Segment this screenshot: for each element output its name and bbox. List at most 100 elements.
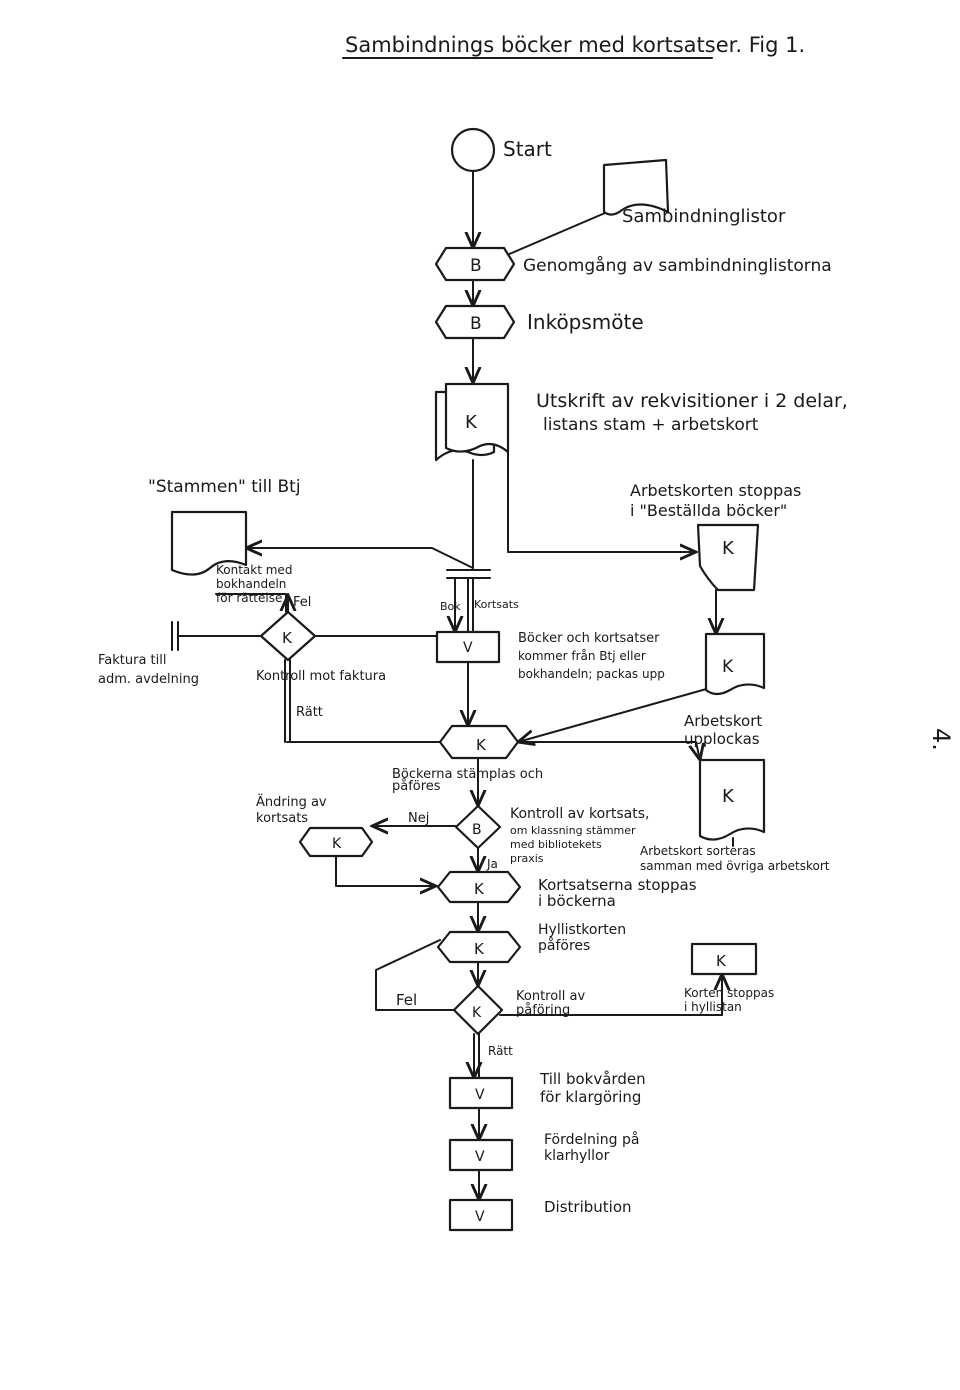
k-hex-left-label: K — [332, 836, 342, 852]
bokvarden-text-2: för klargöring — [540, 1088, 641, 1106]
v-box-4 — [448, 1198, 514, 1232]
bok-label: Bok — [440, 600, 461, 613]
k-document-3-label: K — [722, 786, 735, 807]
k-hex-left — [298, 826, 374, 858]
v-box-2-label: V — [475, 1087, 485, 1103]
k-box-hyllista — [690, 942, 758, 976]
arbetskort-text-2: i "Beställda böcker" — [630, 501, 787, 520]
k-document-text-1: Utskrift av rekvisitioner i 2 delar, — [536, 390, 848, 412]
edge-fel-back — [375, 939, 457, 1011]
hyllkort-text-1: Hyllistkorten — [538, 922, 626, 938]
start-label: Start — [503, 137, 552, 161]
bocker-text-3: bokhandeln; packas upp — [518, 667, 665, 681]
edge-kdoc-arbetskort — [507, 424, 696, 552]
nej-label: Nej — [408, 811, 429, 826]
kontroll-faktura-label: Kontroll mot faktura — [256, 669, 386, 684]
b1-label: B — [470, 256, 482, 276]
stamplas-text-1: Böckerna stämplas och — [392, 767, 543, 782]
korten-stoppas-text-2: i hyllistan — [684, 1000, 742, 1014]
fel-label-1: Fel — [293, 595, 311, 610]
fel-label-2: Fel — [396, 991, 417, 1009]
kontroll-kortsats-text-4: praxis — [510, 852, 544, 865]
k-hex-2 — [436, 870, 522, 904]
k-diamond-paforing-label: K — [472, 1005, 482, 1021]
k-document-text-2: listans stam + arbetskort — [543, 415, 759, 435]
faktura-text-2: adm. avdelning — [98, 672, 199, 687]
faktura-text-1: Faktura till — [98, 653, 167, 668]
fordelning-text-1: Fördelning på — [544, 1131, 639, 1148]
bocker-text-1: Böcker och kortsatser — [518, 631, 660, 646]
sorteras-text-1: Arbetskort sorteras — [640, 844, 756, 858]
k-document-3 — [698, 758, 766, 841]
hyllkort-text-2: påföres — [538, 937, 590, 954]
fordelning-text-2: klarhyllor — [544, 1148, 610, 1164]
k-hex-1-label: K — [476, 736, 487, 754]
kontakt-box — [215, 593, 287, 613]
arbetskort-file-label: K — [722, 538, 735, 559]
kortsatser-stoppas-text-1: Kortsatserna stoppas — [538, 876, 697, 894]
kontroll-kortsats-text-2: om klassning stämmer — [510, 824, 636, 837]
b1-text: Genomgång av sambindninglistorna — [523, 255, 832, 276]
v-box-3 — [448, 1138, 514, 1172]
k-hex-3 — [436, 930, 522, 964]
b2-text: Inköpsmöte — [527, 310, 644, 334]
ratt-label-2: Rätt — [488, 1044, 513, 1058]
k-document-2 — [704, 632, 766, 696]
k-diamond-paforing — [452, 984, 504, 1036]
kontakt-text-1: Kontakt med — [216, 563, 292, 577]
sambindning-document — [602, 158, 670, 216]
arbetskort-file — [696, 523, 760, 592]
andring-text-2: kortsats — [256, 811, 308, 826]
sorteras-text-2: samman med övriga arbetskort — [640, 859, 830, 873]
arbetskort-text-1: Arbetskorten stoppas — [630, 481, 801, 500]
k-hex-2-label: K — [474, 880, 485, 898]
kontroll-paforing-text-1: Kontroll av — [516, 989, 586, 1004]
kontakt-text-2: bokhandeln — [216, 577, 286, 591]
andring-text-1: Ändring av — [256, 794, 327, 810]
k-box-hyllista-label: K — [716, 952, 727, 970]
stammen-label: "Stammen" till Btj — [148, 477, 301, 497]
stammen-document — [170, 510, 248, 576]
b-diamond-label: B — [472, 822, 482, 838]
korten-stoppas-text-1: Korten stoppas — [684, 986, 774, 1000]
edge-andring-hex2 — [335, 843, 436, 886]
stamplas-text-2: påföres — [392, 779, 441, 794]
b-diamond — [454, 804, 502, 850]
sambindning-label: Sambindninglistor — [622, 206, 786, 227]
bokvarden-text-1: Till bokvården — [539, 1070, 646, 1088]
edge-split-stammen — [246, 548, 474, 569]
kontakt-text-3: för rättelse — [216, 591, 282, 605]
diagram-title: Sambindnings böcker med kortsatser. Fig … — [345, 33, 805, 57]
k-hex-1 — [438, 724, 520, 760]
v-box-4-label: V — [475, 1209, 485, 1225]
b1-node — [434, 246, 516, 282]
b2-node — [434, 304, 516, 340]
b2-label: B — [470, 314, 482, 334]
v-box-2 — [448, 1076, 514, 1110]
start-node — [450, 127, 496, 173]
kortsats-label: Kortsats — [474, 598, 519, 611]
v-box-1-label: V — [463, 640, 473, 656]
kontroll-paforing-text-2: påföring — [516, 1003, 570, 1018]
ratt-label-1: Rätt — [296, 705, 323, 720]
arbetskort-upp-text-2: upplockas — [684, 730, 760, 748]
page-marker: 4. — [927, 728, 955, 751]
bocker-text-2: kommer från Btj eller — [518, 649, 646, 663]
distribution-text: Distribution — [544, 1198, 632, 1216]
kortsatser-stoppas-text-2: i böckerna — [538, 892, 616, 910]
edge-hex1-kdoc3 — [517, 741, 700, 760]
k-hex-3-label: K — [474, 940, 485, 958]
kontroll-kortsats-text-3: med bibliotekets — [510, 838, 602, 851]
k-diamond-faktura-label: K — [282, 629, 293, 647]
k-diamond-faktura — [259, 610, 317, 662]
v-box-3-label: V — [475, 1149, 485, 1165]
v-box-1 — [435, 630, 501, 664]
kontroll-kortsats-text-1: Kontroll av kortsats, — [510, 806, 650, 822]
k-document-2-label: K — [722, 657, 734, 677]
edge-kdoc2-hex1 — [518, 687, 711, 742]
ja-label: Ja — [486, 857, 498, 871]
arbetskort-upp-text-1: Arbetskort — [684, 712, 762, 730]
k-document-label: K — [465, 412, 478, 433]
